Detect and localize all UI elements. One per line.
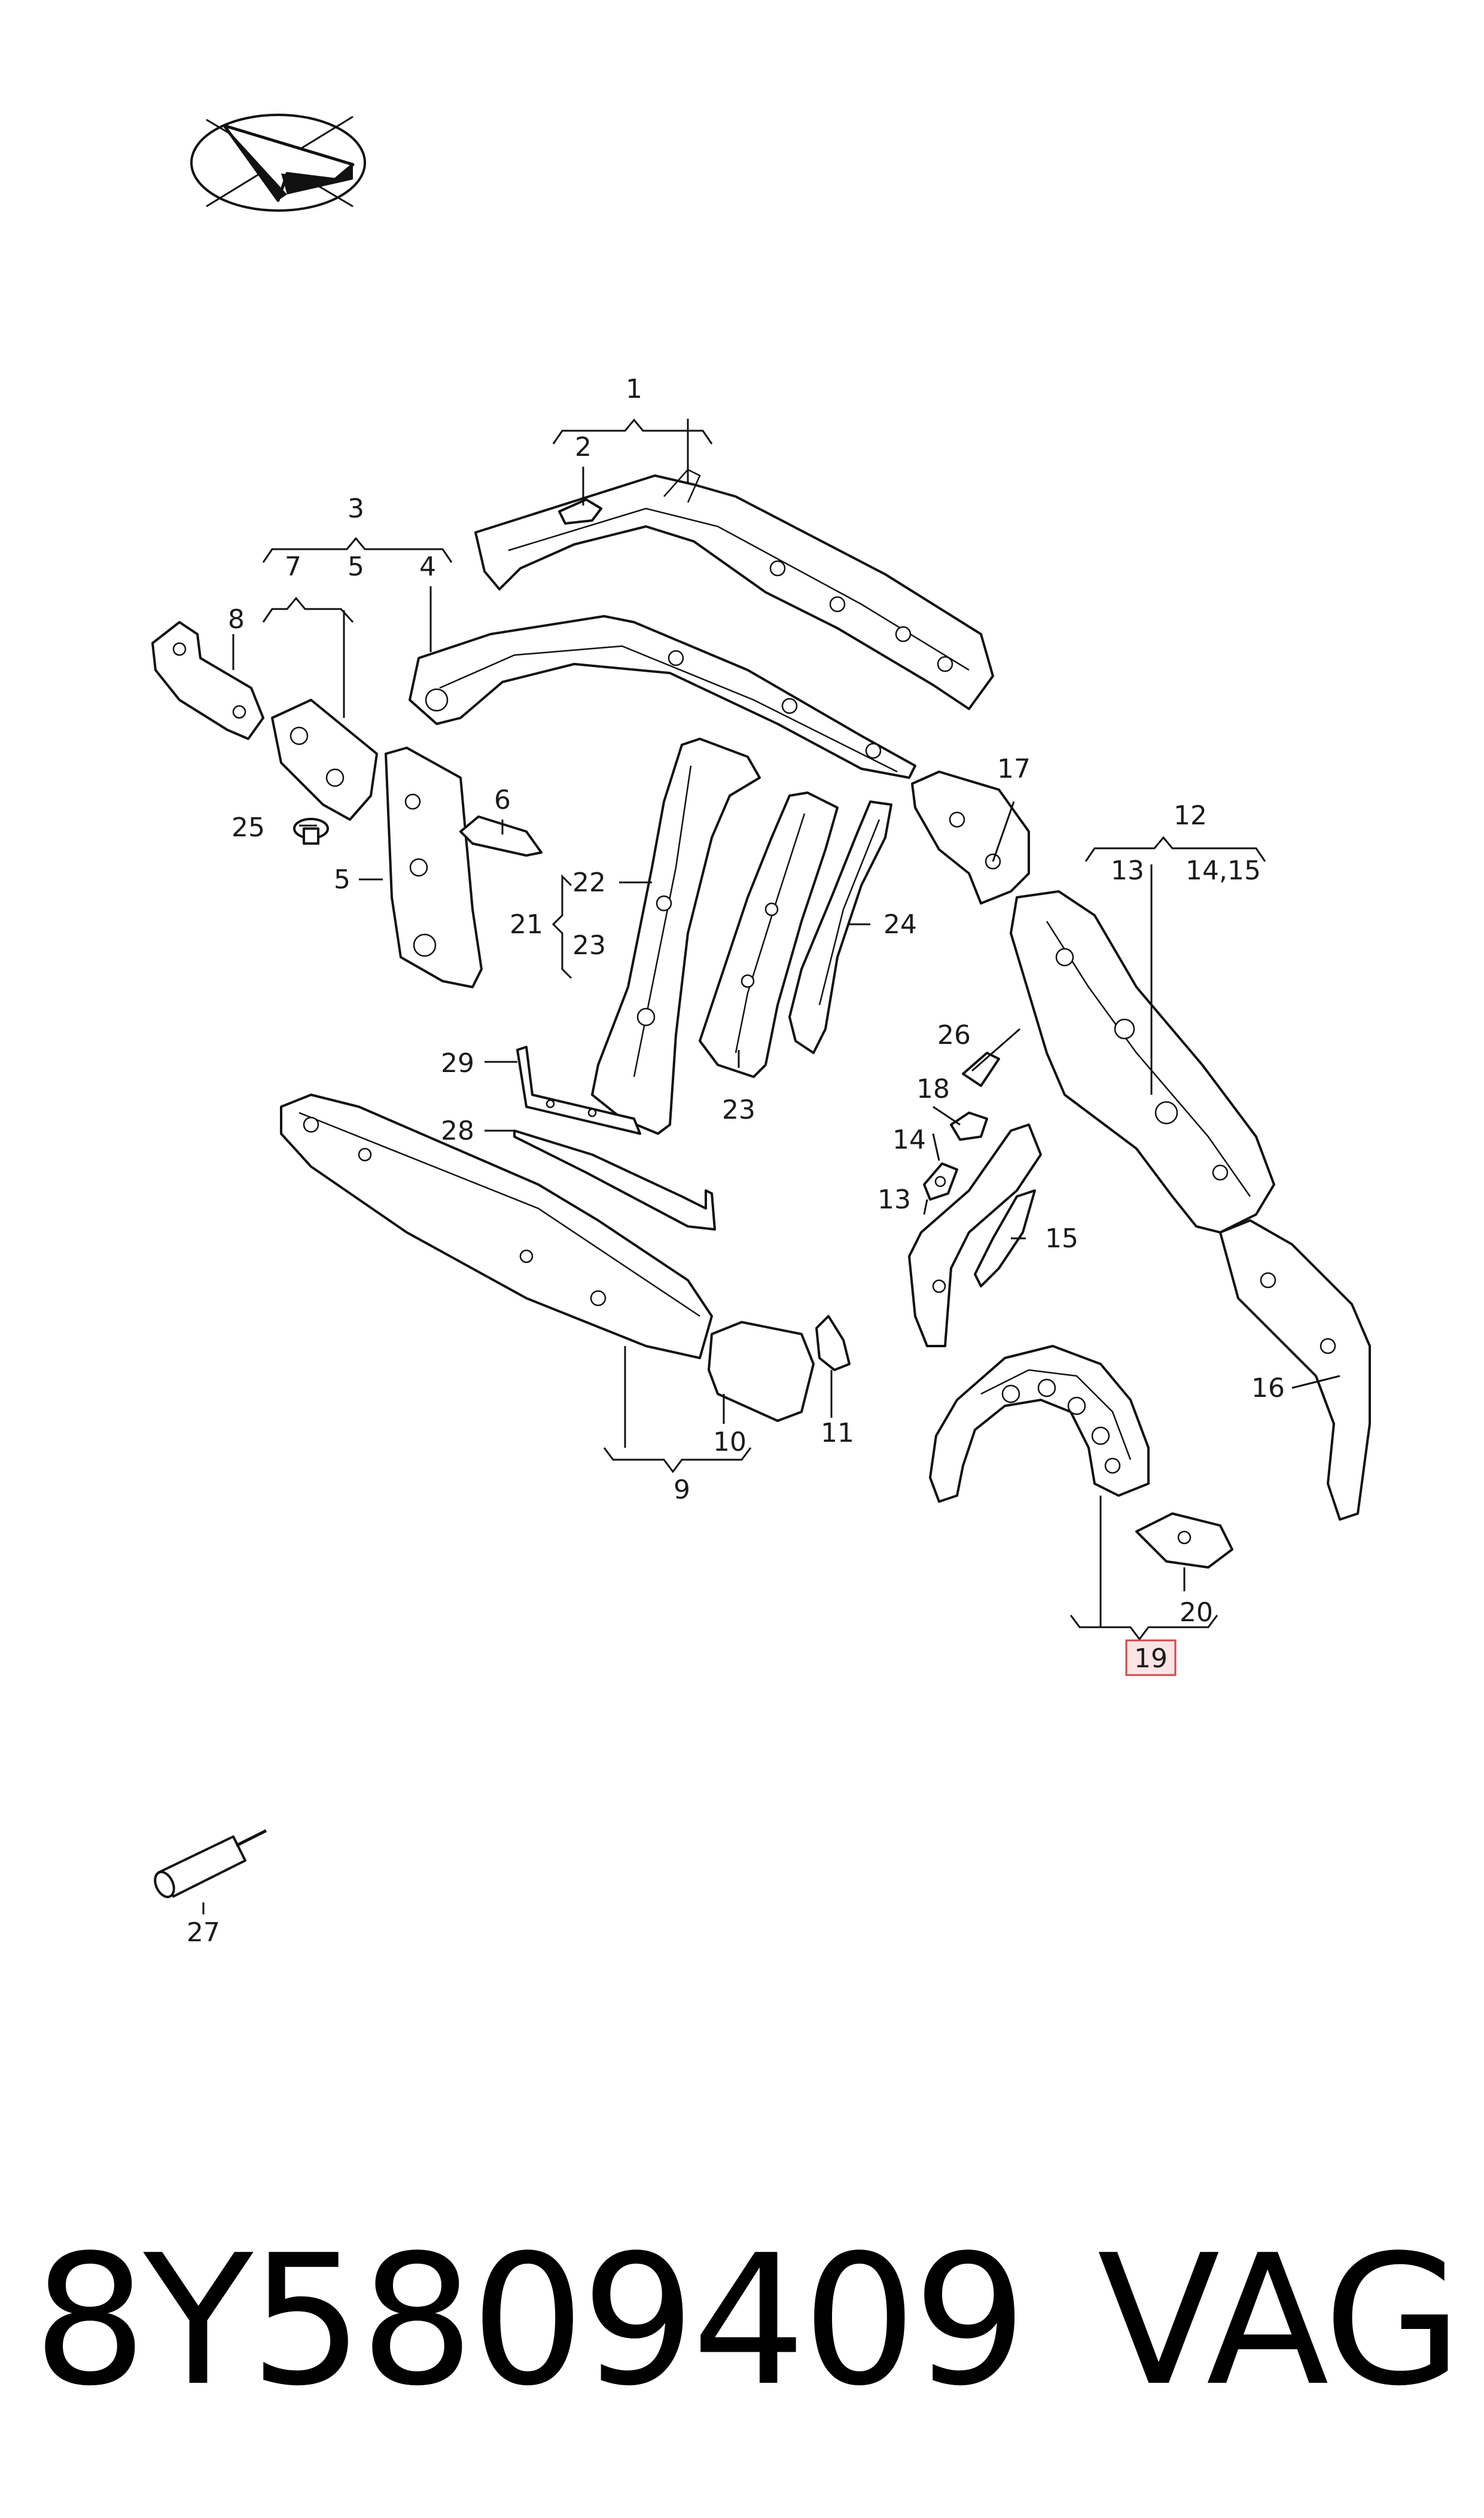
- part-26-clip: [962, 1052, 1000, 1087]
- callout-21: 21: [510, 909, 543, 940]
- part-23-b-pillar-inner: [699, 791, 839, 1078]
- part-8-front-bracket: [151, 621, 264, 740]
- callout-1: 1: [626, 374, 642, 404]
- leader-lines: [202, 419, 1340, 1914]
- callout-8: 8: [228, 604, 245, 635]
- part-28-sill-trim: [513, 1129, 716, 1231]
- part-7-a-pillar-reinforcement: [271, 699, 378, 821]
- callout-labels: 1 2 3 5 4 7 8 25 5 6 22 21 23 24 23 29 2…: [187, 374, 1285, 1948]
- part-6-bracket: [459, 815, 543, 857]
- callout-28: 28: [441, 1116, 474, 1146]
- callout-6: 6: [494, 785, 511, 815]
- callout-16: 16: [1251, 1373, 1285, 1403]
- callout-14-15: 14,15: [1186, 855, 1261, 886]
- part-14-bracket: [923, 1162, 958, 1201]
- part-19-wheel-housing: [929, 1345, 1150, 1503]
- highlight-box-19: [1125, 1639, 1177, 1676]
- part-17-c-pillar-bracket: [911, 771, 1030, 905]
- part-12-quarter-panel: [1010, 890, 1275, 1234]
- callout-11: 11: [821, 1418, 854, 1448]
- vehicle-direction-arrow-icon: [190, 114, 366, 212]
- brand-label: VAG: [1097, 2216, 1462, 2425]
- part-29-crossmember: [516, 1046, 641, 1135]
- part-25-bolt: [293, 818, 329, 845]
- part-13-pillar-section: [908, 1123, 1042, 1347]
- part-number: 8Y5809409: [33, 2216, 1027, 2425]
- part-24-pillar-reinforcement: [788, 800, 892, 1054]
- callout-2: 2: [575, 432, 592, 462]
- callout-22: 22: [572, 867, 606, 898]
- callout-5-top: 5: [348, 552, 364, 582]
- part-1-roof-rail: [474, 468, 994, 710]
- callout-26: 26: [937, 1020, 971, 1051]
- callout-24: 24: [883, 909, 917, 940]
- callout-29: 29: [441, 1048, 474, 1079]
- part-9-side-sill: [280, 1094, 713, 1359]
- part-22-b-pillar: [591, 738, 761, 1135]
- part-27-sealant-cartridge: [154, 1829, 267, 1898]
- part-16-rear-bracket: [1219, 1219, 1371, 1521]
- callout-20: 20: [1180, 1597, 1213, 1628]
- grouping-braces: [262, 418, 1266, 1641]
- callout-17: 17: [997, 754, 1031, 784]
- callout-19: 19: [1134, 1643, 1168, 1674]
- callout-14: 14: [892, 1125, 926, 1155]
- part-2-bracket: [558, 498, 602, 525]
- callout-13: 13: [877, 1185, 911, 1215]
- part-15-reinforcement: [974, 1189, 1036, 1287]
- callout-4: 4: [419, 552, 436, 582]
- callout-10: 10: [713, 1427, 746, 1457]
- callout-23-left: 23: [572, 930, 606, 961]
- callout-12: 12: [1174, 800, 1207, 831]
- callout-18: 18: [916, 1074, 950, 1104]
- callout-23-bottom: 23: [722, 1095, 755, 1125]
- callout-27: 27: [187, 1917, 220, 1948]
- callout-3: 3: [348, 494, 364, 524]
- callout-15: 15: [1045, 1223, 1078, 1254]
- part-20-bracket: [1135, 1512, 1233, 1569]
- part-11-bracket: [815, 1315, 851, 1371]
- callout-13-top: 13: [1111, 855, 1144, 886]
- callout-25: 25: [231, 812, 265, 843]
- part-18-bracket: [950, 1112, 988, 1141]
- part-5-a-pillar-inner: [385, 747, 483, 988]
- callout-9: 9: [674, 1475, 690, 1505]
- part-4-roof-rail-outer: [409, 615, 916, 779]
- part-10-sill-end: [708, 1321, 815, 1422]
- callout-5-side: 5: [334, 864, 351, 895]
- callout-7: 7: [285, 552, 301, 582]
